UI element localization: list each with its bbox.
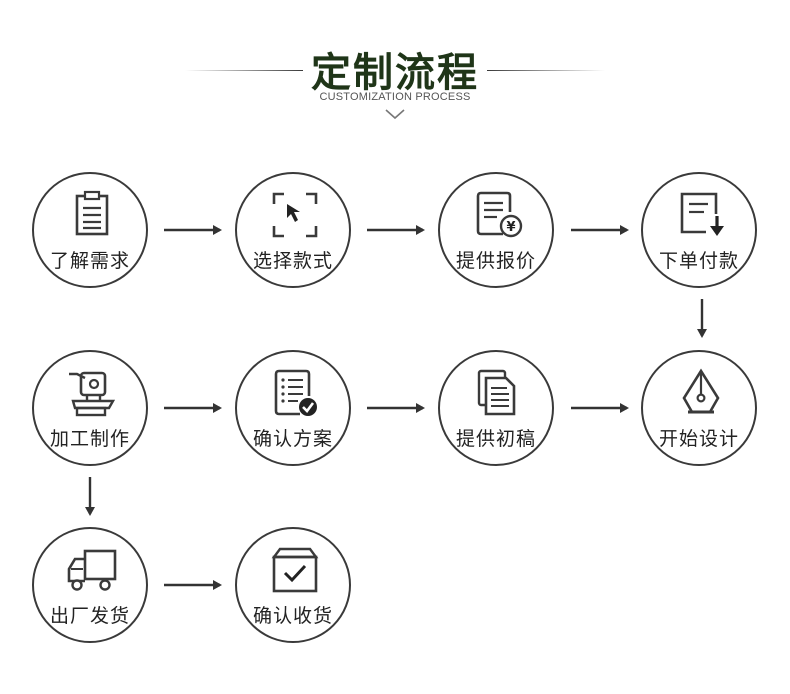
box-check-icon (271, 547, 319, 593)
step-label: 下单付款 (658, 250, 739, 272)
step-confirm-receipt: 确认收货 (235, 527, 351, 643)
step-order-pay: 下单付款 (641, 172, 757, 288)
step-label: 确认收货 (252, 605, 333, 627)
step-understand-needs: 了解需求 (32, 172, 148, 288)
svg-text:¥: ¥ (506, 220, 515, 235)
step-label: 加工制作 (49, 428, 130, 450)
pen-nib-icon (682, 368, 720, 414)
chevron-down-icon (385, 109, 405, 120)
step-first-draft: 提供初稿 (438, 350, 554, 466)
step-select-style: 选择款式 (235, 172, 351, 288)
price-document-icon: ¥ (476, 191, 523, 238)
step-processing: 加工制作 (32, 350, 148, 466)
step-confirm-plan: 确认方案 (235, 350, 351, 466)
step-label: 提供报价 (455, 250, 536, 272)
step-label: 确认方案 (252, 428, 333, 450)
step-label: 选择款式 (252, 250, 333, 272)
select-cursor-icon (272, 192, 318, 238)
step-start-design: 开始设计 (641, 350, 757, 466)
step-label: 提供初稿 (455, 428, 536, 450)
step-label: 开始设计 (658, 428, 739, 450)
order-download-icon (680, 192, 724, 236)
page-title: 定制流程 (311, 50, 479, 96)
step-label: 了解需求 (49, 250, 130, 272)
step-label: 出厂发货 (49, 605, 130, 627)
title-rule-right (487, 70, 605, 71)
truck-icon (67, 549, 117, 591)
checklist-approve-icon (274, 369, 317, 416)
page-subtitle: CUSTOMIZATION PROCESS (319, 91, 471, 103)
documents-icon (477, 369, 516, 416)
step-shipping: 出厂发货 (32, 527, 148, 643)
clipboard-icon (75, 190, 109, 236)
step-quote: ¥ 提供报价 (438, 172, 554, 288)
title-rule-left (185, 70, 303, 71)
machine-icon (69, 371, 116, 417)
